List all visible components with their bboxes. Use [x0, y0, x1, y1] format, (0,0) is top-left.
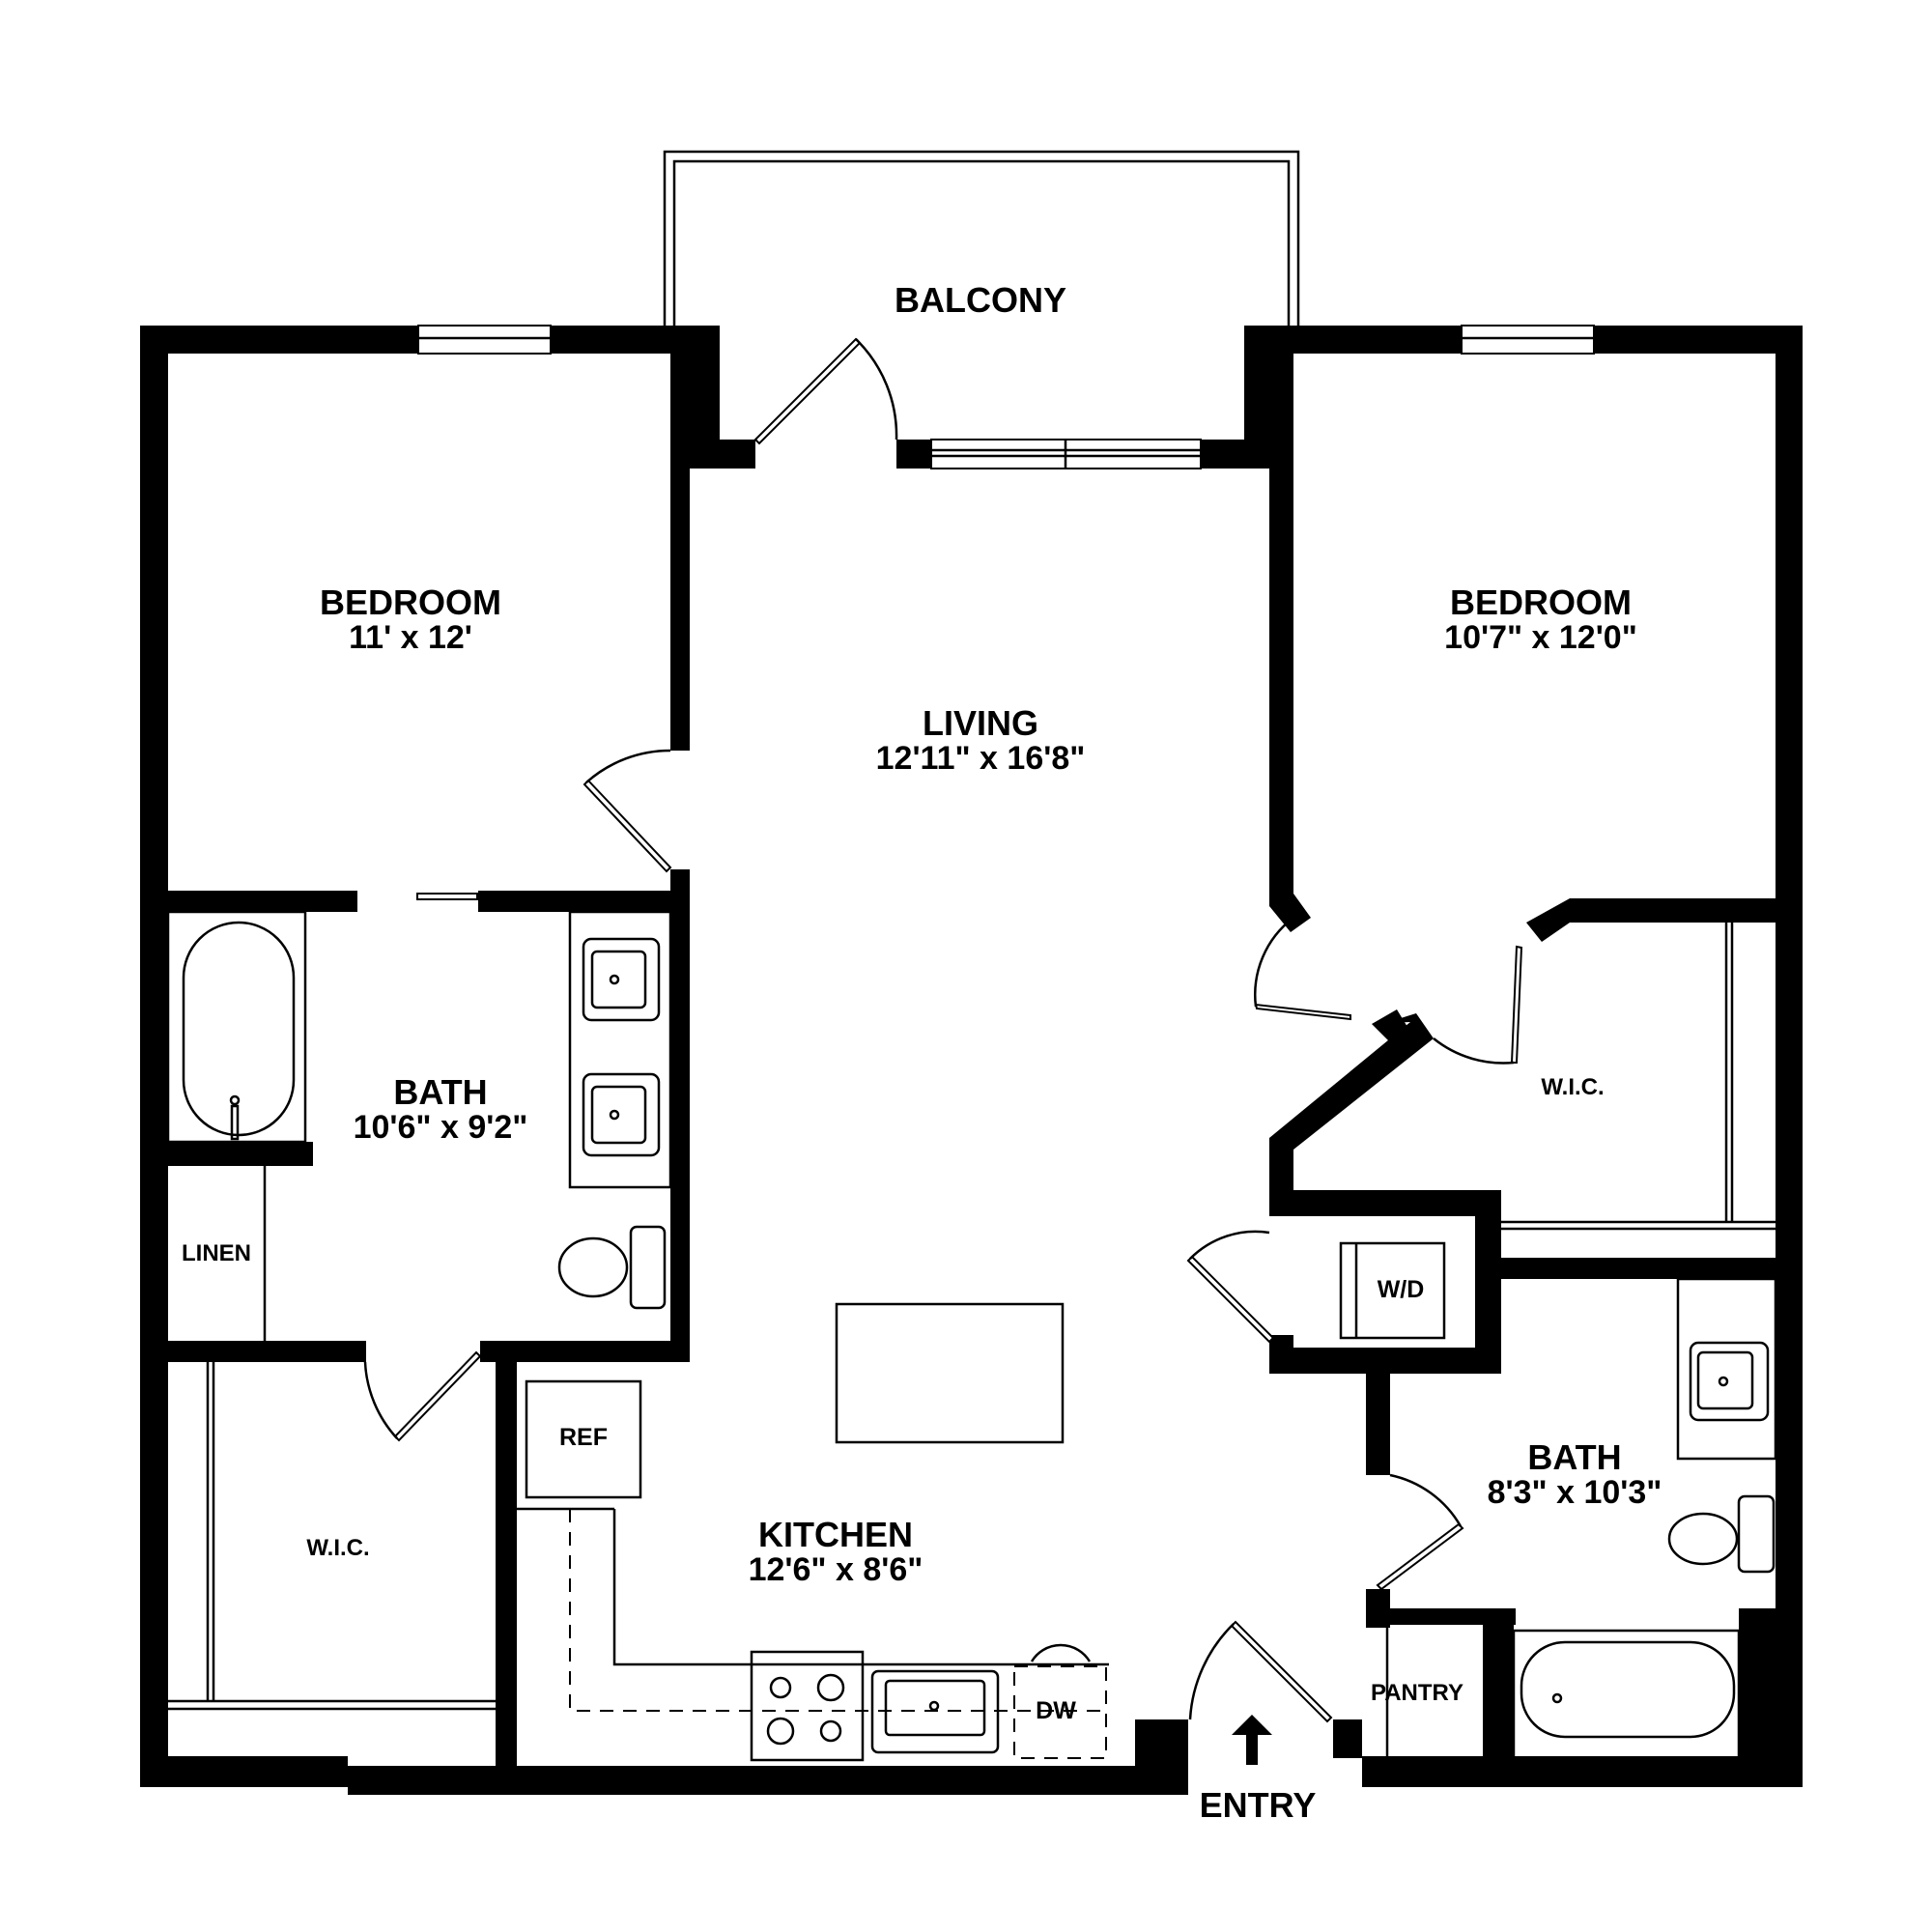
room-label-balcony: BALCONY: [895, 282, 1066, 319]
room-dims: 11' x 12': [349, 618, 472, 656]
room-label-bath-left: BATH 10'6" x 9'2": [354, 1074, 528, 1145]
right-side-doors: [1186, 917, 1523, 1723]
room-name: W.I.C.: [1541, 1074, 1605, 1100]
room-name: LINEN: [182, 1240, 251, 1266]
balcony-door: [753, 337, 898, 445]
left-wic-shelves: [168, 1362, 496, 1711]
left-bedroom-door: [582, 749, 672, 873]
room-name: BALCONY: [895, 280, 1066, 320]
washer-dryer-label: W/D: [1377, 1276, 1425, 1303]
interior-walls-right: [1269, 469, 1776, 1787]
room-label-wic-right: W.I.C.: [1541, 1075, 1604, 1099]
arrow-up-icon: [1232, 1715, 1272, 1765]
balcony-railing: [663, 150, 1300, 326]
room-name: BEDROOM: [1449, 582, 1632, 622]
room-label-kitchen: KITCHEN 12'6" x 8'6": [749, 1517, 923, 1587]
room-label-bath-right: BATH 8'3" x 10'3": [1488, 1439, 1662, 1510]
bath-pocket-door: [416, 893, 478, 900]
refrigerator-label: REF: [559, 1424, 608, 1451]
room-label-linen: LINEN: [182, 1241, 251, 1265]
room-dims: 10'7" x 12'0": [1444, 618, 1637, 656]
left-wic-door: [363, 1350, 482, 1442]
dishwasher-label: DW: [1036, 1697, 1076, 1724]
room-name: BEDROOM: [320, 582, 501, 622]
room-dims: 10'6" x 9'2": [353, 1108, 528, 1146]
right-wic-shelves: [1339, 923, 1776, 1340]
room-name: PANTRY: [1371, 1680, 1463, 1706]
room-label-living: LIVING 12'11" x 16'8": [876, 705, 1086, 776]
room-label-pantry: PANTRY: [1371, 1681, 1463, 1705]
room-name: LIVING: [922, 703, 1039, 743]
room-dims: 8'3" x 10'3": [1487, 1473, 1662, 1511]
exterior-walls: [140, 326, 1803, 1795]
room-label-wic-left: W.I.C.: [306, 1536, 369, 1560]
room-name: BATH: [1527, 1437, 1622, 1477]
left-bath-fixtures: [166, 910, 672, 1341]
kitchen-fixtures: [517, 1302, 1109, 1762]
room-dims: 12'11" x 16'8": [875, 739, 1086, 777]
room-dims: 12'6" x 8'6": [748, 1550, 923, 1588]
right-bath-fixtures: [1385, 1277, 1777, 1760]
interior-walls-left: [168, 469, 690, 1770]
windows: [417, 325, 1595, 469]
room-label-bedroom-left: BEDROOM 11' x 12': [320, 584, 501, 655]
room-name: W.I.C.: [306, 1535, 370, 1561]
room-name: BATH: [393, 1072, 488, 1112]
entry-label: ENTRY: [1199, 1785, 1317, 1825]
room-label-bedroom-right: BEDROOM 10'7" x 12'0": [1444, 584, 1637, 655]
room-name: KITCHEN: [757, 1515, 913, 1554]
